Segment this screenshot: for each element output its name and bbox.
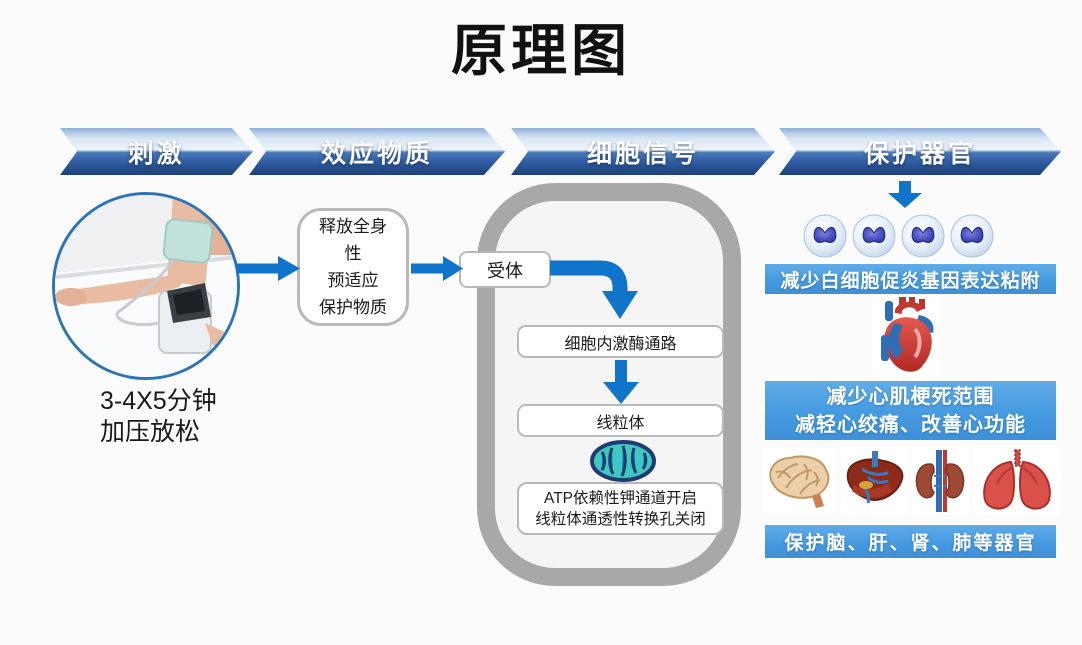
arrow-kinase-to-mitochondria — [603, 360, 639, 404]
arrow-effector-to-receptor — [411, 256, 463, 281]
arrow-stimulus-to-effector — [236, 256, 300, 281]
arm-cuff-illustration — [55, 195, 237, 377]
leukocyte-icon — [950, 214, 994, 258]
atp-line-2: 线粒体通透性转换孔关闭 — [535, 510, 706, 528]
heart-banner-line-1: 减少心肌梗死范围 — [826, 385, 995, 408]
brain-image — [762, 448, 836, 514]
kidney-illustration — [915, 450, 965, 512]
effector-substance-box: 释放全身 性 预适应 保护物质 — [297, 208, 409, 326]
effector-line-4: 保护物质 — [319, 298, 387, 317]
mitochondria-label: 线粒体 — [596, 414, 645, 432]
atp-line-1: ATP依赖性钾通道开启 — [544, 489, 697, 507]
liver-illustration — [846, 451, 904, 504]
brain-illustration — [769, 455, 830, 508]
stage-chevron-protect-organs: 保护器官 — [779, 128, 1061, 175]
arrow-down-protect-organs — [888, 181, 922, 208]
leukocyte-banner: 减少白细胞促炎基因表达粘附 — [765, 264, 1056, 294]
stage-chevron-stimulus: 刺激 — [60, 128, 253, 175]
leukocyte-icon — [803, 214, 847, 258]
stage-label: 保护器官 — [863, 139, 976, 168]
leukocyte-banner-text: 减少白细胞促炎基因表达粘附 — [780, 270, 1041, 292]
kinase-pathway-box: 细胞内激酶通路 — [517, 325, 724, 358]
leukocyte-row — [803, 214, 995, 259]
kidney-image — [911, 447, 969, 515]
leukocyte-icon — [901, 214, 945, 258]
liver-image — [841, 447, 909, 515]
arrow-receptor-to-kinase — [550, 260, 638, 319]
effector-line-1: 释放全身 — [319, 217, 387, 236]
stage-label: 效应物质 — [320, 139, 433, 168]
caption-line-2: 加压放松 — [100, 418, 201, 446]
mitochondria-box: 线粒体 — [517, 404, 724, 437]
dosage-caption: 3-4X5分钟 加压放松 — [100, 386, 217, 448]
page-title: 原理图 — [451, 19, 631, 82]
kinase-label: 细胞内激酶通路 — [564, 335, 677, 353]
organs-banner: 保护脑、肝、肾、肺等器官 — [765, 525, 1056, 558]
stage-label: 细胞信号 — [586, 139, 699, 168]
lung-image — [973, 445, 1061, 515]
atp-channel-box: ATP依赖性钾通道开启 线粒体通透性转换孔关闭 — [517, 482, 724, 535]
stage-chevron-effector: 效应物质 — [249, 128, 505, 175]
heart-banner-line-2: 减轻心绞痛、改善心功能 — [795, 413, 1026, 436]
mitochondria-icon — [590, 440, 656, 482]
caption-line-1: 3-4X5分钟 — [100, 387, 217, 415]
receptor-box: 受体 — [459, 251, 551, 288]
effector-line-2: 性 — [344, 244, 362, 263]
heart-illustration — [881, 297, 934, 372]
lung-illustration — [983, 449, 1051, 510]
organs-banner-text: 保护脑、肝、肾、肺等器官 — [784, 533, 1037, 554]
heart-banner: 减少心肌梗死范围 减轻心绞痛、改善心功能 — [765, 381, 1056, 440]
leukocyte-icon — [852, 214, 896, 258]
stage-label: 刺激 — [128, 139, 185, 168]
stage-chevron-cell-signal: 细胞信号 — [511, 128, 775, 175]
effector-line-3: 预适应 — [327, 271, 379, 290]
receptor-label: 受体 — [487, 260, 523, 281]
blood-pressure-cuff-image — [52, 192, 240, 380]
heart-image — [872, 292, 940, 380]
